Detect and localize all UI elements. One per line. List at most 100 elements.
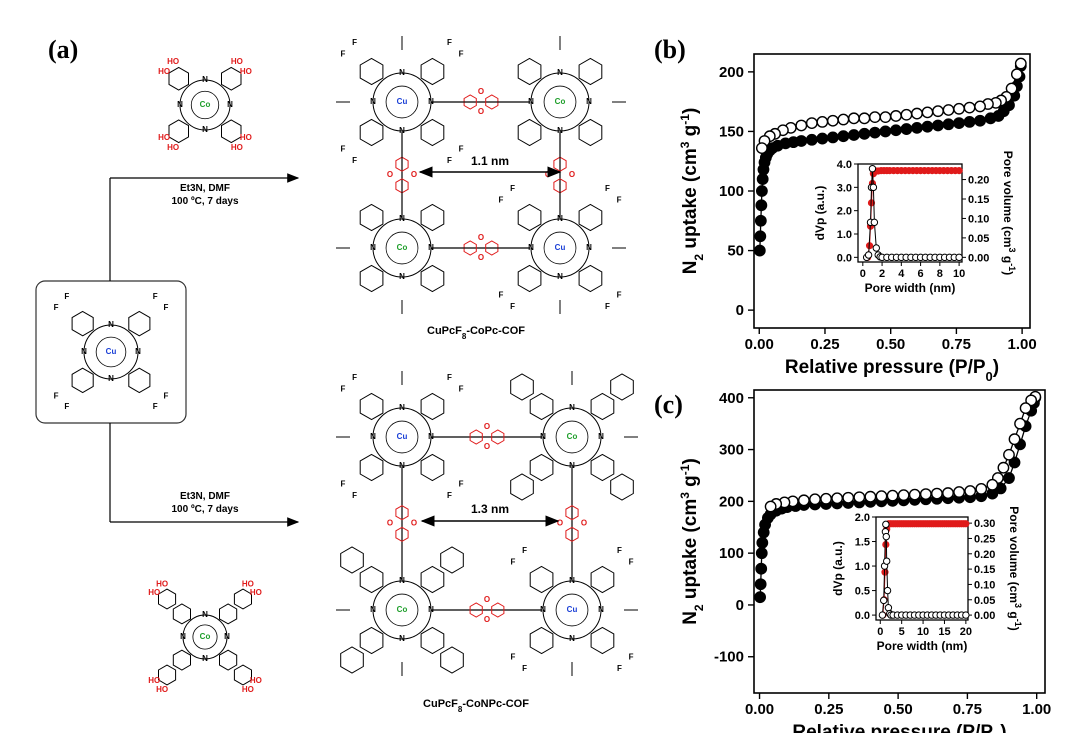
inner-ring	[543, 85, 577, 119]
fluorine-label: F	[153, 402, 158, 411]
benzo-ring	[233, 664, 252, 686]
nitrogen-label: N	[202, 610, 208, 619]
desorption-point	[953, 486, 965, 498]
adsorption-point	[900, 123, 913, 135]
y-axis-title: N2 uptake (cm3 g-1)	[678, 108, 706, 275]
hydroxyl-label: HO	[148, 588, 160, 597]
benzo-ring	[510, 373, 534, 401]
adsorption-point	[890, 124, 902, 137]
nitrogen-label: N	[528, 243, 534, 252]
hydroxyl-label: HO	[156, 685, 168, 694]
y-axis-title-part: g	[680, 475, 701, 492]
desorption-point	[1005, 82, 1018, 95]
y-axis-title-part: 2	[692, 254, 706, 261]
benzo-ring	[221, 119, 242, 144]
y-tick-label: 0	[736, 302, 744, 319]
nitrogen-label: N	[177, 100, 183, 109]
fluorine-label: F	[352, 156, 357, 165]
nitrogen-label: N	[399, 272, 405, 281]
nitrogen-label: N	[528, 97, 534, 106]
inset-yr-tick-label: 0.00	[968, 252, 989, 264]
hydroxyl-label: HO	[167, 57, 179, 66]
macrocycle-ring	[179, 79, 231, 131]
benzo-ring	[221, 66, 242, 91]
y-axis-title-part: 2	[692, 604, 706, 611]
fluorine-label: F	[459, 50, 464, 59]
y-tick-label: 100	[719, 183, 744, 200]
hydroxyl-label: HO	[158, 133, 170, 142]
cumulative-point	[962, 520, 970, 528]
fluorine-label: F	[341, 145, 346, 154]
benzo-ring	[578, 118, 603, 147]
metal-center-label: Cu	[106, 347, 117, 356]
y-axis-title-part: 3	[678, 141, 692, 148]
adsorption-point	[921, 120, 934, 133]
benzo-ring	[359, 264, 384, 293]
fluorine-label: F	[459, 145, 464, 154]
benzo-ring	[340, 546, 364, 574]
fluorine-label: F	[341, 480, 346, 489]
dioxin-ring	[485, 240, 499, 256]
adsorption-point	[869, 126, 881, 139]
inner-ring	[543, 231, 577, 265]
nitrogen-label: N	[108, 320, 114, 329]
node-bg	[372, 218, 432, 278]
desorption-point	[837, 113, 850, 126]
benzo-ring	[610, 473, 634, 501]
benzo-ring	[590, 453, 615, 482]
benzo-ring	[172, 603, 191, 625]
inset-x-tick-label: 4	[898, 268, 905, 280]
benzo-ring	[529, 453, 554, 482]
dioxin-ring	[469, 602, 483, 618]
nitrogen-label: N	[540, 432, 546, 441]
inset-yr-axis-title: Pore volume (cm3 g-1)	[1001, 151, 1017, 275]
x-tick-label: 0.25	[814, 701, 843, 718]
nitrogen-label: N	[227, 100, 233, 109]
hydroxyl-label: HO	[148, 676, 160, 685]
desorption-point	[864, 490, 877, 503]
adsorption-point	[963, 116, 976, 128]
desorption-point	[890, 110, 902, 122]
inner-ring	[555, 420, 589, 454]
plot-frame	[753, 389, 1046, 694]
desorption-point	[875, 490, 888, 503]
adsorption-point	[755, 562, 768, 575]
oxygen-label: O	[484, 595, 490, 604]
x-axis-title-part: Relative pressure (P/P	[792, 722, 993, 733]
x-axis-title-sub: 0	[986, 369, 993, 384]
fluorine-label: F	[459, 385, 464, 394]
nitrogen-label: N	[399, 403, 405, 412]
inset-yr-axis-title: Pore volume (cm3 g-1)	[1007, 506, 1023, 630]
desorption-point	[975, 483, 988, 495]
benzo-ring	[440, 546, 464, 574]
product-name-top: CuPcF8-CoPc-COF	[427, 325, 525, 341]
inset-x-axis-title: Pore width (nm)	[877, 639, 968, 653]
desorption-point	[897, 489, 910, 502]
inset-yl-tick-label: 2.0	[855, 512, 870, 524]
macrocycle-ring	[542, 407, 602, 467]
fluorine-label: F	[447, 491, 452, 500]
inset-x-tick-label: 15	[938, 626, 950, 638]
fluorine-label: F	[447, 38, 452, 47]
nitrogen-label: N	[202, 75, 208, 84]
fluorine-label: F	[459, 480, 464, 489]
product-name-bottom: CuPcF8-CoNPc-COF	[423, 698, 529, 714]
desorption-point	[963, 101, 976, 114]
dioxin-ring	[395, 505, 409, 521]
desorption-point	[900, 108, 913, 121]
desorption-point	[919, 488, 932, 501]
fluorine-label: F	[510, 184, 515, 193]
y-axis-title: N2 uptake (cm3 g-1)	[678, 458, 706, 625]
adsorption-point	[755, 547, 768, 560]
adsorption-point	[754, 591, 766, 604]
benzo-ring	[578, 203, 603, 232]
desorption-point	[842, 491, 855, 504]
metal-center-label: Co	[200, 632, 211, 641]
condition-line: 100 ºC, 7 days	[171, 196, 238, 207]
